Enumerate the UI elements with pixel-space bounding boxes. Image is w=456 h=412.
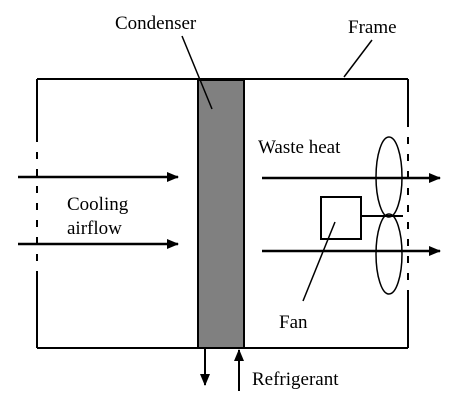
cooling-label-line2: airflow bbox=[67, 218, 122, 239]
fan-leader-line bbox=[302, 221, 336, 302]
condenser-label: Condenser bbox=[115, 13, 197, 34]
frame-leader-line bbox=[343, 39, 373, 78]
fan-motor-box bbox=[320, 196, 362, 240]
frame-label: Frame bbox=[348, 17, 397, 38]
fan-blade-lower bbox=[375, 213, 403, 295]
fan-label: Fan bbox=[279, 312, 308, 333]
condenser-leader-line bbox=[181, 35, 213, 110]
condenser-block bbox=[197, 79, 245, 349]
cooling-label-line1: Cooling bbox=[67, 194, 129, 215]
waste-heat-label: Waste heat bbox=[258, 137, 341, 158]
refrigerant-label: Refrigerant bbox=[252, 369, 339, 390]
